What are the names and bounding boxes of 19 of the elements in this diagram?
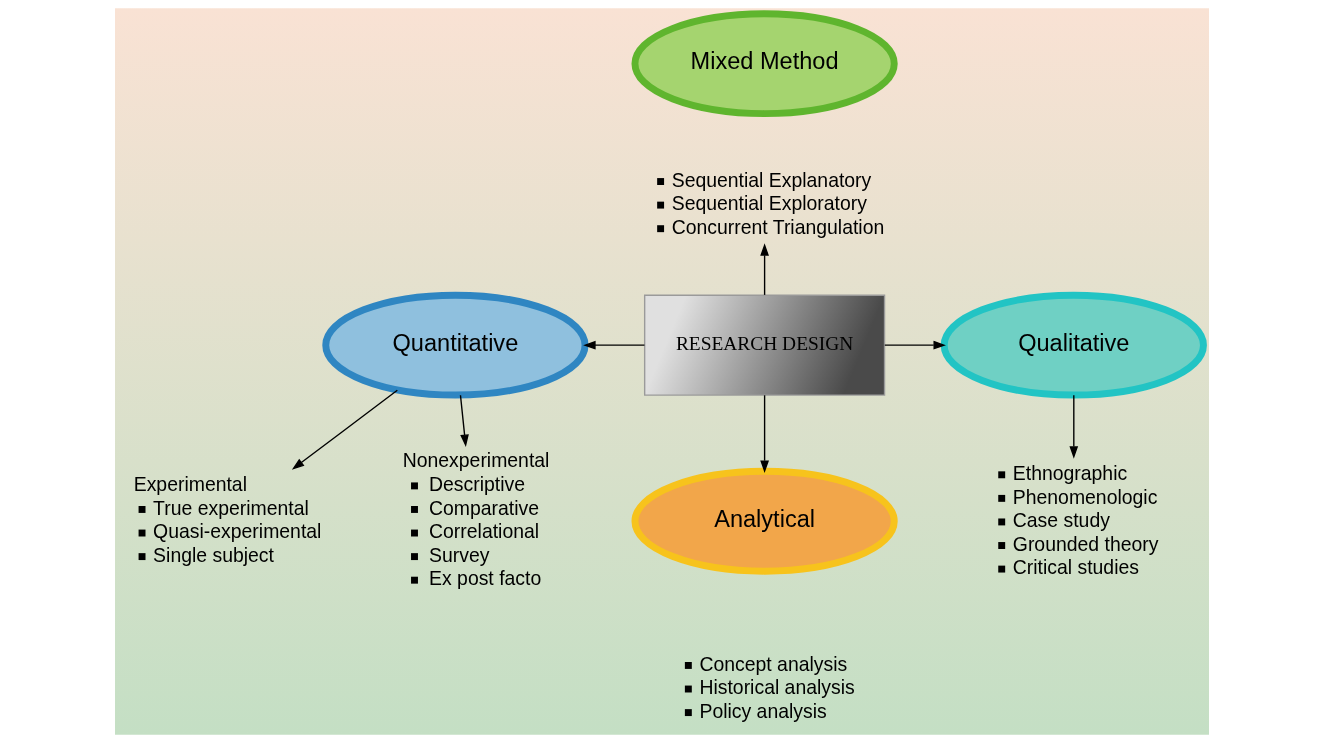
node-label: Policy analysis bbox=[698, 699, 827, 722]
arrow bbox=[582, 340, 645, 350]
node-text: Sequential Explanatory Sequential Exploratory Concurrent Triangulation bbox=[671, 168, 884, 238]
arrow bbox=[759, 243, 769, 296]
node-ellipse: Qualitative bbox=[940, 291, 1207, 399]
arrow bbox=[291, 389, 398, 470]
arrow bbox=[883, 340, 946, 350]
node-label: Historical analysis bbox=[698, 676, 855, 699]
node-ellipse: Quantitative bbox=[321, 291, 588, 399]
node-text: Experimental True experimental Quasi-experimental Single subject bbox=[133, 473, 321, 566]
arrow bbox=[459, 394, 469, 448]
node-label: Concept analysis bbox=[698, 652, 847, 675]
arrow bbox=[1068, 394, 1078, 459]
node-ellipse: Analytical bbox=[631, 467, 898, 575]
node-box: RESEARCH DESIGN bbox=[643, 294, 885, 396]
node-text: Ethnographic Phenomenologic Case study Grounded theory Critical studies bbox=[1012, 461, 1158, 579]
arrow bbox=[759, 394, 769, 473]
node-ellipse: Mixed Method bbox=[631, 10, 898, 118]
node-text: Nonexperimental Descriptive Comparative Correlational Survey Ex post facto bbox=[402, 449, 549, 590]
